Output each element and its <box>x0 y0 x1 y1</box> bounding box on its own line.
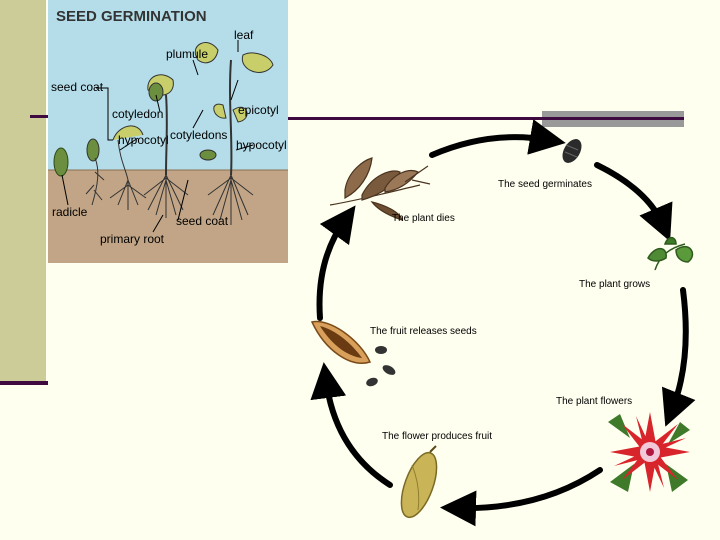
left-sidebar-band <box>0 0 46 385</box>
label-seed-coat-top: seed coat <box>51 80 104 94</box>
arrow-flowers-to-fruit <box>440 467 603 527</box>
germination-title: SEED GERMINATION <box>56 8 207 25</box>
caption-seed-germinates: The seed germinates <box>498 179 592 190</box>
label-radicle: radicle <box>52 205 88 219</box>
dead-plant-icon <box>329 157 431 221</box>
seed-stage-1 <box>53 147 69 177</box>
seed-icon <box>562 139 582 163</box>
label-plumule: plumule <box>166 47 209 61</box>
label-leaf: leaf <box>234 28 254 42</box>
fruit-icon <box>400 445 438 519</box>
seedling-icon <box>647 236 694 271</box>
arrow-fruit-to-releases <box>310 362 393 488</box>
divider-line <box>288 117 542 120</box>
seed-stage-3 <box>109 125 147 210</box>
label-hypocotyl-right: hypocotyl <box>236 138 287 152</box>
seed-stage-2 <box>85 138 105 206</box>
label-epicotyl: epicotyl <box>238 103 279 117</box>
divider-accent <box>542 111 684 127</box>
arrow-releases-to-dies <box>316 205 356 321</box>
open-fruit-icon <box>310 320 396 387</box>
divider-line <box>0 381 48 385</box>
germination-figure <box>48 0 288 263</box>
label-cotyledon: cotyledon <box>112 107 164 121</box>
seed-stage-5 <box>195 42 274 225</box>
seed-stage-4 <box>143 74 189 218</box>
label-leaders <box>61 40 254 233</box>
seed-germination-illustration: SEED GERMINATION leaf plumule seed coat … <box>48 0 288 263</box>
label-hypocotyl-left: hypocotyl <box>118 133 169 147</box>
caption-fruit-releases-seeds: The fruit releases seeds <box>370 326 477 337</box>
label-cotyledons: cotyledons <box>170 128 228 142</box>
arrow-germinates-to-grows <box>594 162 673 242</box>
caption-plant-dies: The plant dies <box>392 213 455 224</box>
label-seed-coat-bottom: seed coat <box>176 214 229 228</box>
flower-icon <box>608 412 690 492</box>
caption-flower-produces-fruit: The flower produces fruit <box>382 431 493 442</box>
cycle-arrows <box>310 119 696 527</box>
divider-line <box>30 115 50 118</box>
caption-plant-flowers: The plant flowers <box>556 396 633 407</box>
arrow-grows-to-flowers <box>661 287 696 427</box>
arrow-dies-to-germinates <box>429 119 566 158</box>
label-primary-root: primary root <box>100 232 165 246</box>
caption-plant-grows: The plant grows <box>579 279 651 290</box>
